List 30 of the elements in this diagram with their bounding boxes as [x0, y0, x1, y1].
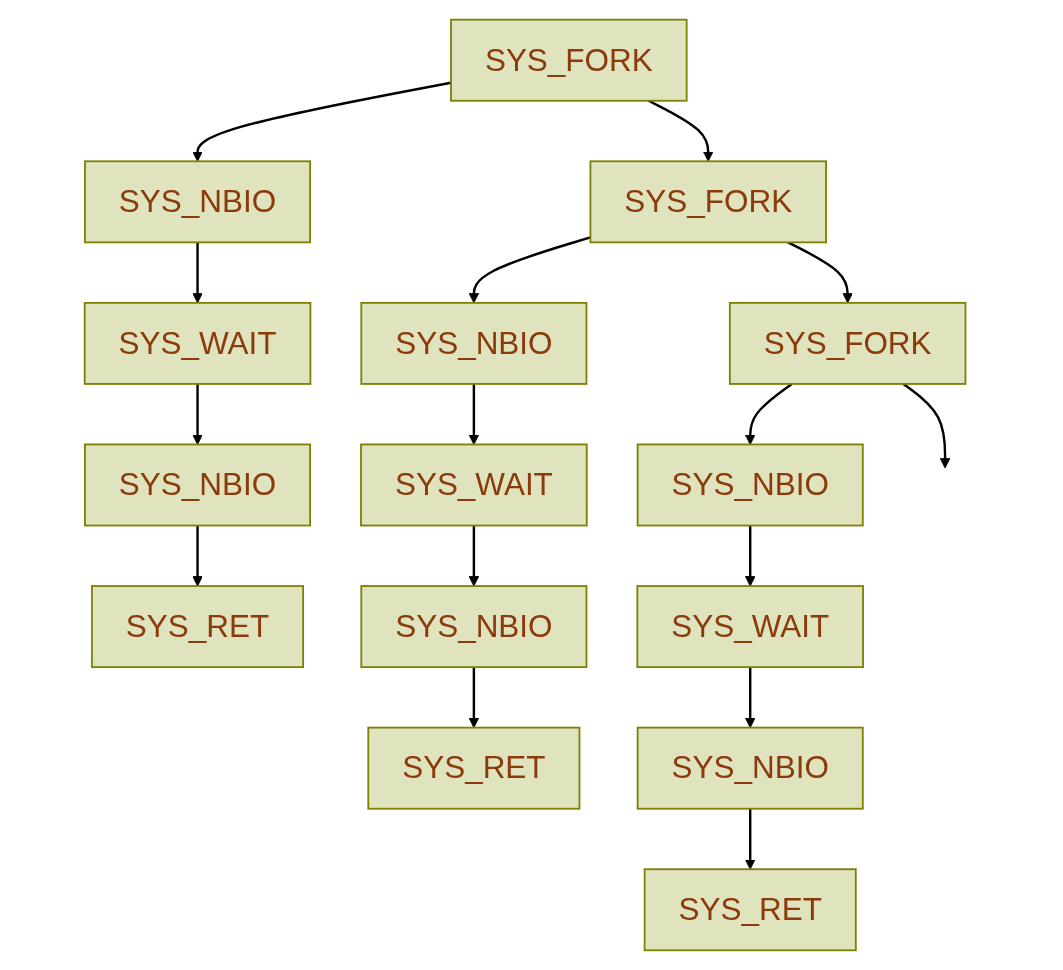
arrow: [744, 667, 756, 729]
arrow: [744, 808, 756, 870]
node-box: SYS_NBIO: [636, 726, 864, 810]
arrow: [902, 382, 951, 469]
node-box: SYS_WAIT: [359, 443, 588, 527]
node-box: SYS_NBIO: [636, 443, 864, 527]
arrow: [191, 242, 203, 304]
node-box: SYS_NBIO: [83, 160, 311, 244]
node-box: SYS_RET: [90, 585, 304, 669]
arrow: [787, 241, 853, 304]
arrow: [468, 525, 479, 587]
arrow: [191, 81, 451, 162]
node-box: SYS_WAIT: [83, 301, 311, 385]
arrow: [647, 99, 714, 162]
node-box: SYS_WAIT: [636, 585, 864, 669]
node-box: SYS_NBIO: [83, 443, 311, 527]
arrow: [191, 383, 203, 445]
node-box: SYS_RET: [367, 726, 581, 810]
node-box: SYS_FORK: [589, 160, 827, 244]
node-box: SYS_FORK: [728, 301, 967, 385]
node-box: SYS_NBIO: [360, 585, 588, 669]
node-box: SYS_NBIO: [360, 301, 588, 385]
arrow: [468, 383, 479, 445]
arrow: [744, 525, 756, 587]
node-box: SYS_FORK: [449, 18, 688, 102]
arrow: [191, 525, 203, 587]
node-box: SYS_RET: [643, 868, 857, 952]
arrow: [468, 236, 591, 304]
arrow: [468, 667, 479, 729]
arrow: [744, 382, 793, 445]
